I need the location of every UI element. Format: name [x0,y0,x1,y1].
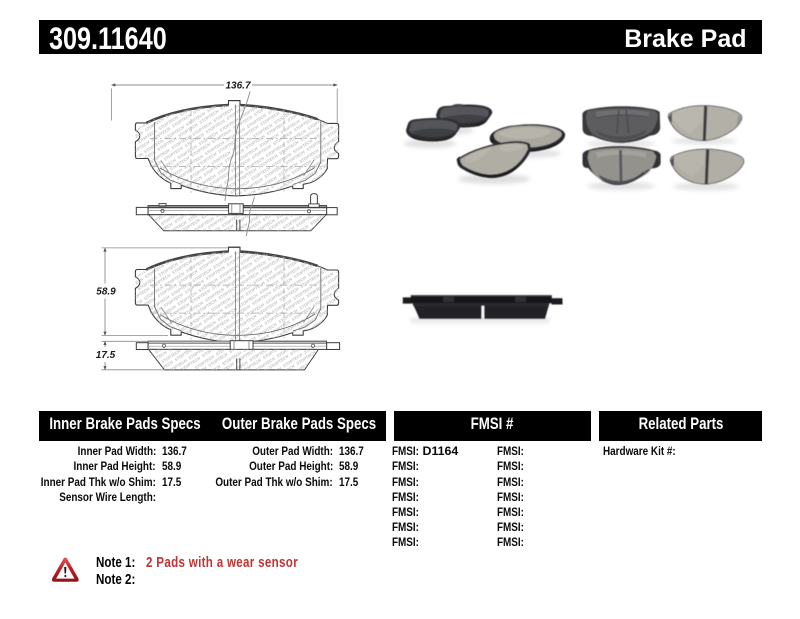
svg-text:136.7: 136.7 [225,81,250,92]
svg-text:17.5: 17.5 [96,350,116,361]
svg-text:58.9: 58.9 [96,286,116,297]
